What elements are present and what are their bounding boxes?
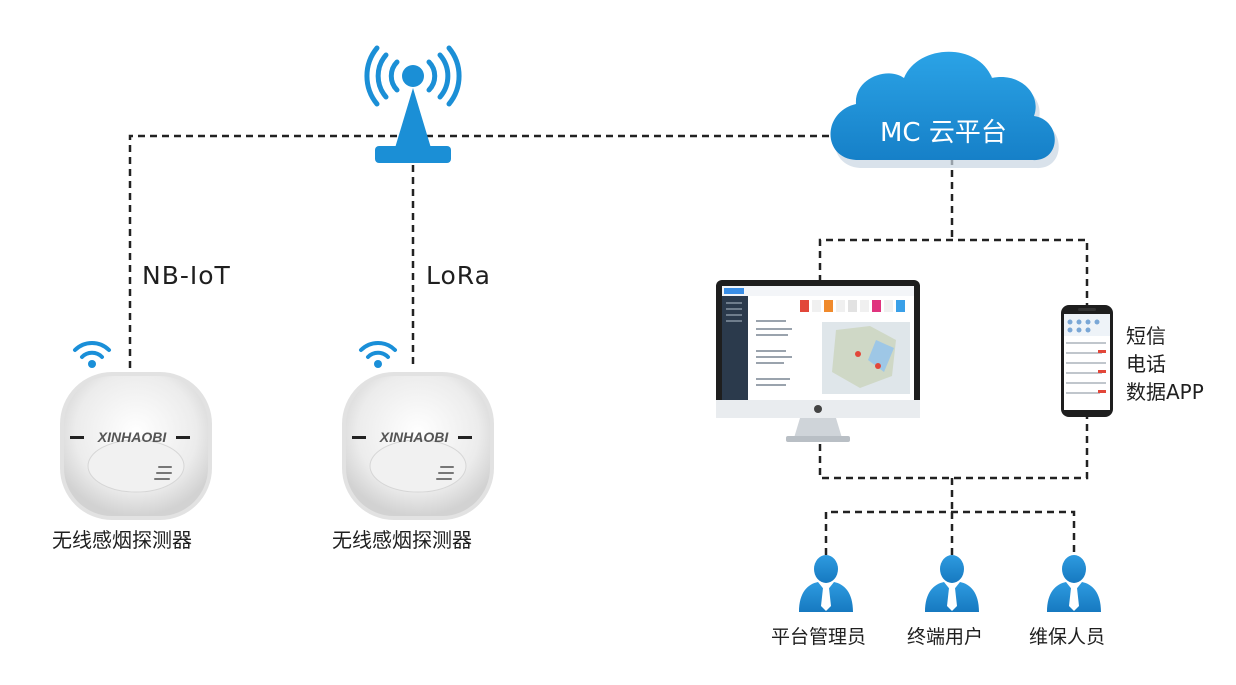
person-icon-admin <box>799 555 853 612</box>
monitor-icon <box>716 280 920 442</box>
lora-label: LoRa <box>426 261 491 290</box>
person-icon-user <box>925 555 979 612</box>
detector-brand: XINHAOBI <box>97 429 168 445</box>
cloud-icon <box>830 51 1059 169</box>
detector-brand: XINHAOBI <box>379 429 450 445</box>
phone-feature-sms: 短信 <box>1126 324 1166 348</box>
smoke-detector-2: XINHAOBI <box>342 340 494 520</box>
phone-feature-app: 数据APP <box>1126 380 1204 404</box>
detector-label-1: 无线感烟探测器 <box>52 528 192 552</box>
nbiot-label: NB-IoT <box>142 261 231 290</box>
wifi-icon <box>359 340 397 368</box>
wifi-icon <box>73 340 111 368</box>
detector-label-2: 无线感烟探测器 <box>332 528 472 552</box>
cloud-platform-label: MC 云平台 <box>880 118 1007 148</box>
antenna-tower-icon <box>364 45 462 163</box>
smoke-detector-1: XINHAOBI <box>60 340 212 520</box>
role-terminal-user: 终端用户 <box>907 626 984 648</box>
role-platform-admin: 平台管理员 <box>771 626 867 648</box>
role-maintenance: 维保人员 <box>1029 626 1106 648</box>
connection-lines <box>128 134 1089 555</box>
phone-feature-call: 电话 <box>1126 352 1166 376</box>
phone-icon <box>1061 305 1113 417</box>
person-icon-maintenance <box>1047 555 1101 612</box>
